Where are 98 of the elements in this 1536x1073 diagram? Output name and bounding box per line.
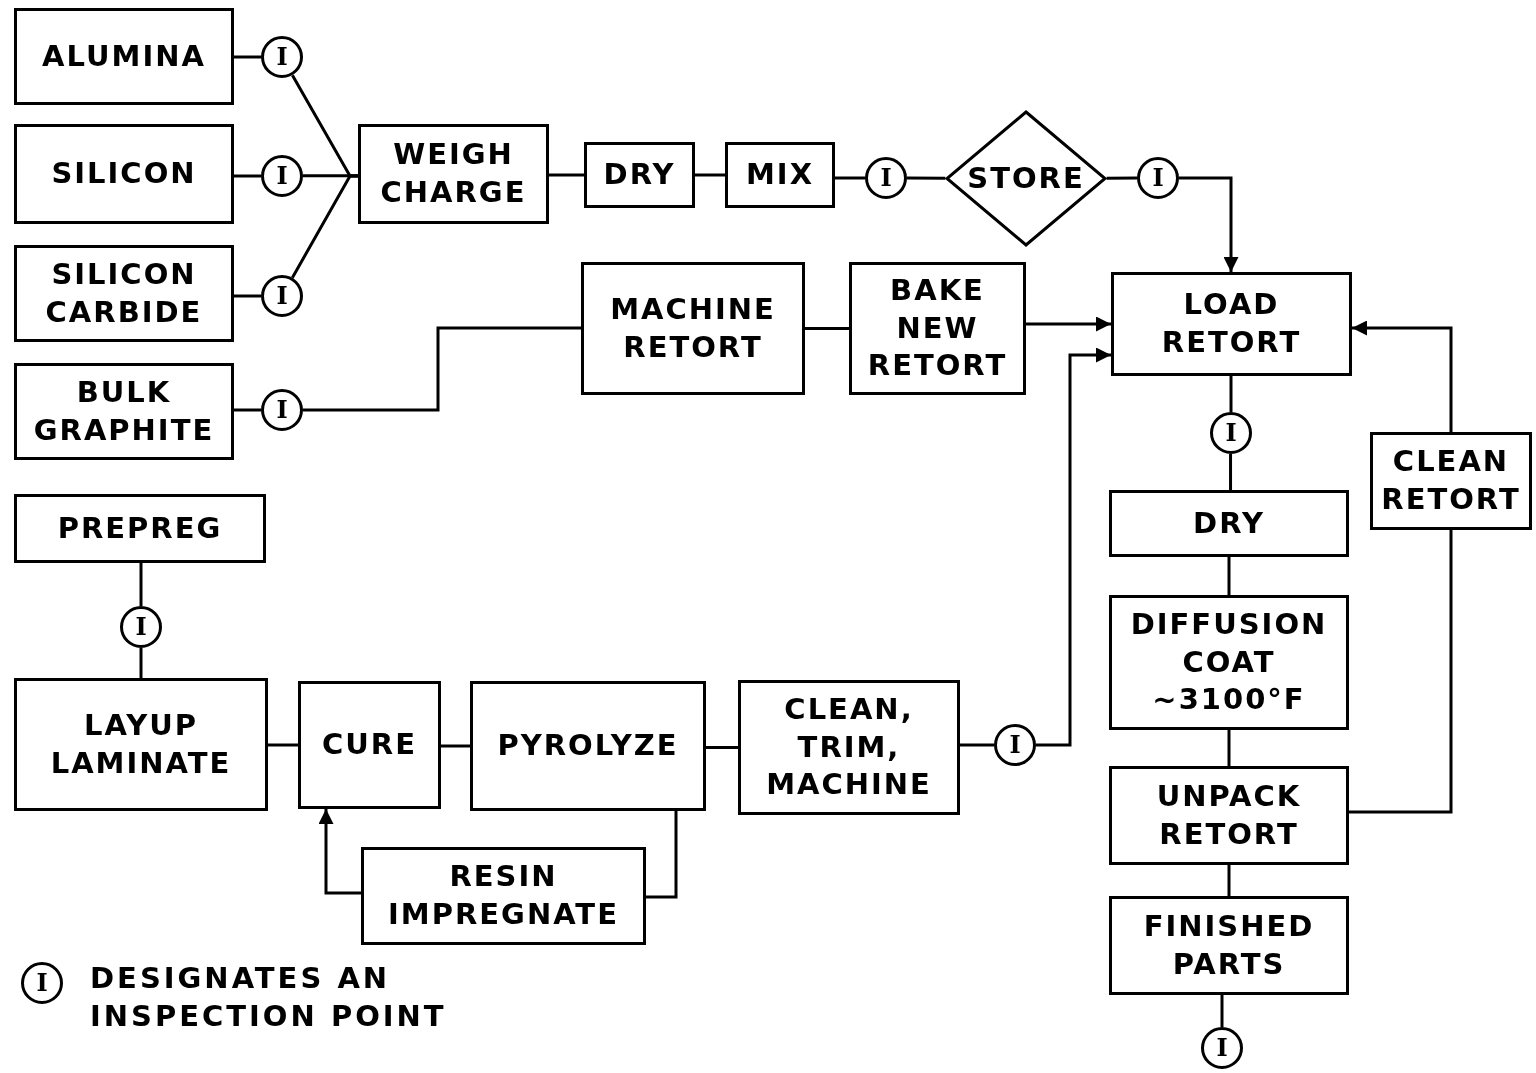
inspection-mark: I [276, 398, 288, 422]
connector-line [1227, 730, 1231, 766]
inspection-point-circle [994, 724, 1036, 766]
connector-line [234, 55, 261, 59]
step-label: CLEAN RETORT [1380, 443, 1522, 518]
connector-line [1227, 557, 1231, 595]
connector-line [139, 648, 143, 678]
step-label: CURE [322, 726, 417, 764]
connector-line [549, 173, 584, 177]
connector-line [234, 174, 261, 178]
inspection-point-circle [1137, 157, 1179, 199]
inspection-point-circle [1201, 1027, 1243, 1069]
inspection-mark: I [1225, 421, 1237, 445]
connector-line [960, 743, 994, 747]
step-label: PREPREG [57, 509, 223, 547]
connector-line [1227, 865, 1231, 896]
inspection-point-circle [1210, 412, 1252, 454]
step-label: BULK GRAPHITE [32, 373, 216, 449]
step-label: MIX [746, 156, 814, 194]
process-box [470, 681, 706, 811]
step-label: STORE [967, 159, 1085, 197]
process-box [14, 678, 268, 811]
step-label: DRY [1193, 504, 1265, 542]
step-label: ALUMINA [42, 37, 206, 75]
inspection-point-circle [865, 157, 907, 199]
process-box [725, 142, 835, 208]
connector-line [1349, 530, 1453, 814]
inspection-mark: I [880, 166, 892, 190]
step-label: CLEAN, TRIM, MACHINE [765, 690, 933, 804]
inspection-point-circle [261, 275, 303, 317]
connector-line [907, 176, 946, 180]
process-box [361, 847, 646, 945]
arrow [1026, 316, 1111, 332]
connector-line [1106, 176, 1137, 180]
connector-line [706, 746, 738, 749]
process-box [298, 681, 441, 809]
process-box [581, 262, 805, 395]
inspection-mark: I [276, 284, 288, 308]
step-label: LOAD RETORT [1160, 286, 1303, 361]
process-box [1109, 490, 1349, 557]
legend-text: DESIGNATES AN INSPECTION POINT [90, 960, 448, 1035]
process-box [14, 245, 234, 342]
inspection-point-circle [261, 389, 303, 431]
step-label: UNPACK RETORT [1155, 777, 1303, 853]
connector-line [1229, 376, 1233, 412]
connector-line [303, 174, 358, 178]
inspection-point-circle [120, 606, 162, 648]
inspection-mark: I [135, 615, 147, 639]
connector-line [441, 744, 470, 748]
step-label: BAKE NEW RETORT [866, 271, 1009, 385]
step-label: MACHINE RETORT [609, 290, 777, 366]
connector-line [291, 174, 358, 279]
process-box [1109, 595, 1349, 730]
process-box [1370, 432, 1532, 530]
step-label: DIFFUSION COAT ~3100°F [1129, 605, 1329, 719]
process-box [14, 363, 234, 460]
arrow [1036, 347, 1111, 747]
process-box [738, 680, 960, 815]
connector-line [646, 811, 678, 899]
storage-diamond [945, 110, 1107, 247]
inspection-mark: I [276, 45, 288, 69]
step-label: RESIN IMPREGNATE [387, 858, 620, 933]
arrow [1352, 320, 1453, 432]
connector-line [695, 173, 725, 177]
inspection-mark: I [276, 164, 288, 188]
process-box [584, 142, 695, 208]
process-box [1111, 272, 1352, 376]
connector-line [805, 327, 849, 330]
inspection-point-circle [261, 155, 303, 197]
connector-line [835, 176, 865, 180]
arrow [1179, 176, 1239, 272]
connector-line [234, 294, 261, 298]
connector-line [234, 408, 261, 412]
process-box [1109, 896, 1349, 995]
process-box [14, 494, 266, 563]
inspection-point-circle [261, 36, 303, 78]
step-label: SILICON [51, 155, 197, 193]
step-label: PYROLYZE [497, 727, 679, 765]
step-label: WEIGH CHARGE [379, 136, 528, 211]
connector-line [1229, 454, 1233, 490]
step-label: DRY [603, 156, 676, 194]
inspection-mark: I [1216, 1036, 1228, 1060]
connector-line [268, 743, 298, 747]
process-box [358, 124, 549, 224]
arrow [318, 809, 361, 895]
inspection-mark: I [36, 971, 48, 995]
step-label: FINISHED PARTS [1142, 907, 1316, 983]
process-box [14, 8, 234, 105]
step-label: SILICON CARBIDE [44, 255, 204, 331]
connector-line [139, 563, 143, 606]
connector-line [1220, 995, 1224, 1027]
inspection-mark: I [1009, 733, 1021, 757]
inspection-mark: I [1152, 166, 1164, 190]
process-box [1109, 766, 1349, 865]
process-box [14, 124, 234, 224]
process-box [849, 262, 1026, 395]
connector-line [303, 326, 581, 412]
step-label: LAYUP LAMINATE [49, 706, 233, 782]
